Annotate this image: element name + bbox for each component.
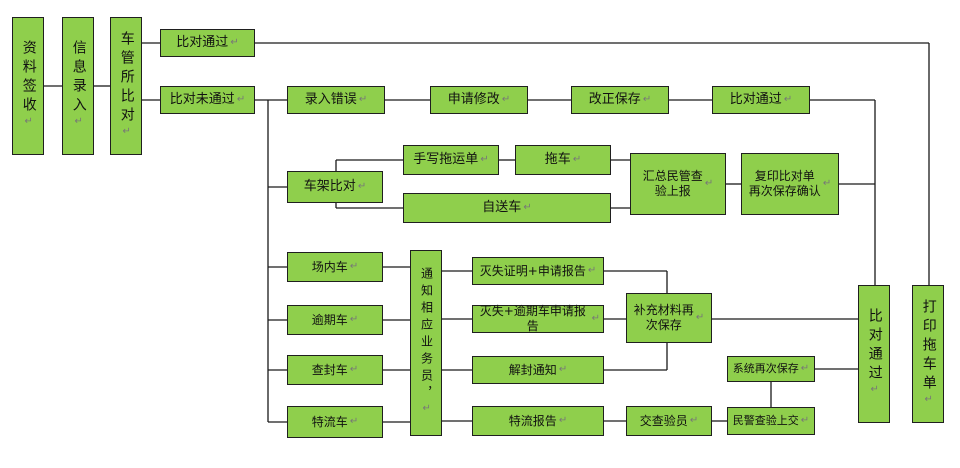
return-mark: ↵ <box>695 311 705 323</box>
node-sealed-vehicle: 查封车↵ <box>287 355 383 385</box>
node-overdue-vehicle: 逾期车↵ <box>287 305 383 335</box>
node-loss-overdue-report: 灭失+逾期车申请报告↵ <box>472 304 604 333</box>
node-tow: 拖车↵ <box>515 145 611 175</box>
return-mark: ↵ <box>869 384 881 400</box>
return-mark: ↵ <box>783 93 793 105</box>
node-compare-passed-2: 比对通过↵ <box>712 86 810 114</box>
node-system-resave: 系统再次保存↵ <box>727 356 815 382</box>
return-mark: ↵ <box>421 403 433 419</box>
node-special-report: 特流报告↵ <box>472 406 604 436</box>
return-mark: ↵ <box>704 177 714 189</box>
return-mark: ↵ <box>349 313 359 325</box>
node-entry-error: 录入错误↵ <box>287 86 385 114</box>
node-print-tow-slip: 打印拖车单↵ <box>912 285 944 423</box>
node-special-vehicle: 特流车↵ <box>287 406 383 438</box>
node-police-inspection-submit: 民警查验上交↵ <box>727 407 815 435</box>
return-mark: ↵ <box>23 116 35 132</box>
node-info-entry: 信息录入↵ <box>62 17 94 155</box>
node-compare-passed-top: 比对通过↵ <box>160 29 255 57</box>
return-mark: ↵ <box>73 116 85 132</box>
node-compare-passed-vertical: 比对通过↵ <box>858 285 890 423</box>
node-compare-failed: 比对未通过↵ <box>160 86 255 114</box>
return-mark: ↵ <box>349 415 359 427</box>
node-correct-save: 改正保存↵ <box>571 86 669 114</box>
return-mark: ↵ <box>523 201 532 213</box>
return-mark: ↵ <box>689 414 699 426</box>
return-mark: ↵ <box>591 312 600 324</box>
return-mark: ↵ <box>800 362 810 374</box>
node-on-site-vehicle: 场内车↵ <box>287 252 383 282</box>
return-mark: ↵ <box>642 93 652 105</box>
node-vehicle-office-compare: 车管所比对↵ <box>110 17 142 155</box>
return-mark: ↵ <box>357 180 367 192</box>
return-mark: ↵ <box>358 93 368 105</box>
node-summarize-report: 汇总民管查 验上报↵ <box>630 153 726 215</box>
return-mark: ↵ <box>349 363 359 375</box>
return-mark: ↵ <box>501 93 511 105</box>
return-mark: ↵ <box>558 363 568 375</box>
node-supplement-save: 补充材料再 次保存↵ <box>626 293 712 343</box>
node-notify-agent: 通知相应业务员，↵ <box>410 250 442 436</box>
return-mark: ↵ <box>572 153 582 165</box>
node-copy-compare-sheet: 复印比对单 再次保存确认↵ <box>741 153 839 215</box>
return-mark: ↵ <box>923 393 935 410</box>
node-self-delivery: 自送车↵ <box>403 193 611 223</box>
return-mark: ↵ <box>236 93 246 105</box>
return-mark: ↵ <box>121 125 133 142</box>
node-handwritten-tow-slip: 手写拖运单↵ <box>403 145 499 175</box>
node-hand-to-inspector: 交查验员↵ <box>626 406 712 436</box>
return-mark: ↵ <box>822 177 832 189</box>
return-mark: ↵ <box>230 36 239 48</box>
return-mark: ↵ <box>480 153 489 165</box>
node-frame-compare: 车架比对↵ <box>287 171 383 203</box>
return-mark: ↵ <box>587 264 597 276</box>
node-document-receipt: 资料签收↵ <box>12 17 44 155</box>
return-mark: ↵ <box>558 414 568 426</box>
node-unseal-notice: 解封通知↵ <box>472 356 604 384</box>
return-mark: ↵ <box>800 414 810 426</box>
node-loss-cert-report: 灭失证明+申请报告↵ <box>472 257 604 285</box>
node-request-modify: 申请修改↵ <box>430 86 528 114</box>
return-mark: ↵ <box>349 260 359 272</box>
